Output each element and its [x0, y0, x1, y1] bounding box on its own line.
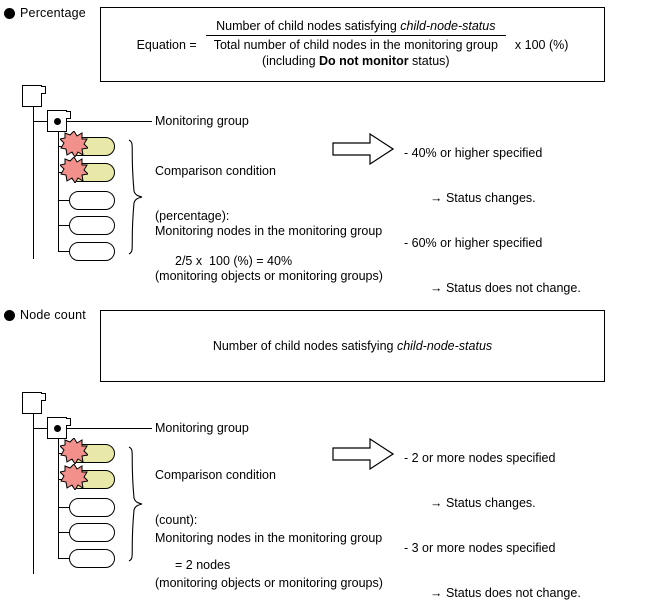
folder-body [22, 85, 42, 107]
monitoring-node-5-percentage [69, 242, 115, 261]
percentage-equation-box: Equation = Number of child nodes satisfy… [100, 7, 605, 82]
numerator-italic-term: child-node-status [400, 19, 496, 34]
result-2-condition: - 60% or higher specified [404, 236, 543, 250]
condition-line-1: Comparison condition [155, 468, 276, 482]
section-node-count-label: Node count [20, 308, 86, 322]
equation-fraction: Number of child nodes satisfying child-n… [205, 19, 506, 69]
monitoring-node-3-node-count [69, 498, 115, 517]
monitoring-node-5-node-count [69, 549, 115, 568]
group-marker-dot-icon [54, 425, 61, 432]
alert-starburst-icon-2-node-count [60, 464, 88, 490]
nodes-line-2: (monitoring objects or monitoring groups… [155, 269, 383, 283]
condition-line-3: = 2 nodes [175, 558, 231, 572]
denominator-line-2-post: status) [408, 54, 450, 68]
tree-branch-to-group-node-count [33, 428, 48, 429]
root-folder-icon-node-count [22, 392, 46, 414]
condition-callout-percentage: Comparison condition (percentage): 2/5 x… [155, 134, 292, 284]
root-folder-icon-percentage [22, 85, 46, 107]
equation-denominator: Total number of child nodes in the monit… [206, 36, 506, 69]
nodes-callout-node-count: Monitoring nodes in the monitoring group… [155, 501, 383, 606]
condition-line-2: (percentage): [155, 209, 230, 223]
child-branch-3-percentage [58, 200, 70, 201]
result-1-condition: - 2 or more nodes specified [404, 451, 556, 465]
condition-callout-node-count: Comparison condition (count): = 2 nodes [155, 438, 276, 588]
fraction-rule [205, 35, 506, 37]
section-node-count-heading: Node count [4, 308, 86, 322]
node-count-formula: Number of child nodes satisfying child-n… [213, 339, 492, 353]
denominator-line-2-pre: (including [262, 54, 319, 68]
equation-rhs: x 100 (%) [514, 37, 569, 52]
folder-tab [41, 86, 46, 94]
group-child-trunk-node-count [58, 439, 59, 558]
result-1-outcome: → Status changes. [430, 496, 536, 510]
alert-starburst-icon-1-percentage [60, 131, 88, 157]
alert-starburst-icon-2-percentage [60, 157, 88, 183]
bullet-dot-icon [4, 7, 15, 19]
bullet-dot-icon [4, 309, 15, 321]
monitoring-node-4-node-count [69, 523, 115, 542]
condition-line-2: (count): [155, 513, 198, 527]
condition-line-1: Comparison condition [155, 164, 276, 178]
denominator-line-2-bold: Do not monitor [319, 54, 409, 68]
monitoring-node-4-percentage [69, 216, 115, 235]
group-callout-line-percentage [67, 121, 152, 122]
tree-trunk-node-count [33, 414, 34, 574]
node-count-formula-italic-term: child-node-status [396, 339, 493, 353]
result-arrow-icon-percentage [332, 132, 394, 166]
monitoring-node-3-percentage [69, 191, 115, 210]
folder-tab [66, 418, 71, 426]
section-percentage-label: Percentage [20, 6, 86, 20]
result-1-condition: - 40% or higher specified [404, 146, 543, 160]
alert-starburst-icon-1-node-count [60, 438, 88, 464]
folder-tab [66, 111, 71, 119]
nodes-line-1: Monitoring nodes in the monitoring group [155, 224, 383, 238]
group-child-trunk-percentage [58, 132, 59, 251]
monitoring-group-icon-node-count [47, 417, 71, 439]
group-callout-line-node-count [67, 428, 152, 429]
tree-branch-to-group-percentage [33, 121, 48, 122]
nodes-line-1: Monitoring nodes in the monitoring group [155, 531, 383, 545]
monitoring-group-icon-percentage [47, 110, 71, 132]
node-count-formula-text: Number of child nodes satisfying [212, 339, 397, 353]
node-count-equation-box: Number of child nodes satisfying child-n… [100, 310, 605, 382]
nodes-callout-percentage: Monitoring nodes in the monitoring group… [155, 194, 383, 299]
section-percentage-heading: Percentage [4, 6, 86, 20]
child-branch-4-node-count [58, 532, 70, 533]
result-2-outcome: → Status does not change. [430, 586, 581, 600]
condition-line-3: 2/5 x 100 (%) = 40% [175, 254, 293, 268]
result-arrow-icon-node-count [332, 437, 394, 471]
results-percentage: - 40% or higher specified → Status chang… [404, 116, 581, 311]
numerator-text: Number of child nodes satisfying [216, 19, 401, 34]
group-marker-dot-icon [54, 118, 61, 125]
denominator-line-1: Total number of child nodes in the monit… [213, 38, 498, 53]
folder-tab [41, 393, 46, 401]
tree-trunk-percentage [33, 107, 34, 259]
nodes-group-brace-percentage [128, 139, 143, 255]
equation-lhs: Equation = [136, 37, 197, 52]
child-branch-5-node-count [58, 558, 70, 559]
child-branch-3-node-count [58, 507, 70, 508]
child-branch-5-percentage [58, 251, 70, 252]
results-node-count: - 2 or more nodes specified → Status cha… [404, 421, 581, 616]
folder-body [22, 392, 42, 414]
result-1-outcome: → Status changes. [430, 191, 536, 205]
equation-numerator: Number of child nodes satisfying child-n… [208, 19, 503, 35]
group-callout-label-percentage: Monitoring group [155, 114, 249, 128]
result-2-outcome: → Status does not change. [430, 281, 581, 295]
nodes-group-brace-node-count [128, 446, 143, 562]
result-2-condition: - 3 or more nodes specified [404, 541, 556, 555]
child-branch-4-percentage [58, 225, 70, 226]
nodes-line-2: (monitoring objects or monitoring groups… [155, 576, 383, 590]
group-callout-label-node-count: Monitoring group [155, 421, 249, 435]
